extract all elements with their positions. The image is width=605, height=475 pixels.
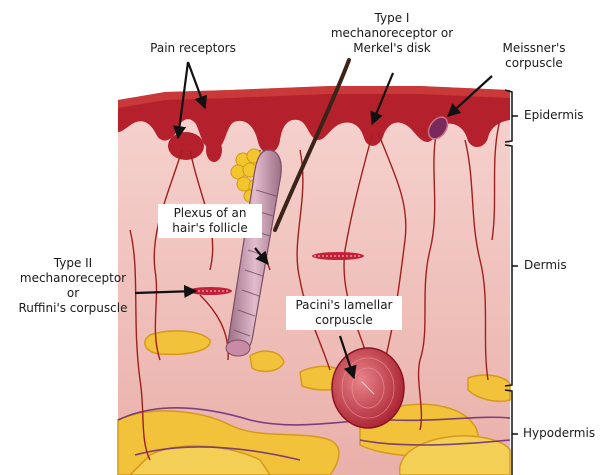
pain-receptors-label: Pain receptors [134,41,252,56]
pacinian-corpuscle-shape [332,348,404,428]
hypodermis-label: Hypodermis [523,426,605,441]
merkel-disk-label: Type I mechanoreceptor or Merkel's disk [330,11,454,56]
ruffini-corpuscle-label: Type II mechanoreceptor or Ruffini's cor… [0,256,146,316]
meissner-corpuscle-label: Meissner's corpuscle [484,41,584,71]
epidermis-label: Epidermis [524,108,604,123]
pacini-corpuscle-label: Pacini's lamellar corpuscle [286,296,402,330]
plexus-label: Plexus of an hair's follicle [158,204,262,238]
dermis-label: Dermis [524,258,604,273]
